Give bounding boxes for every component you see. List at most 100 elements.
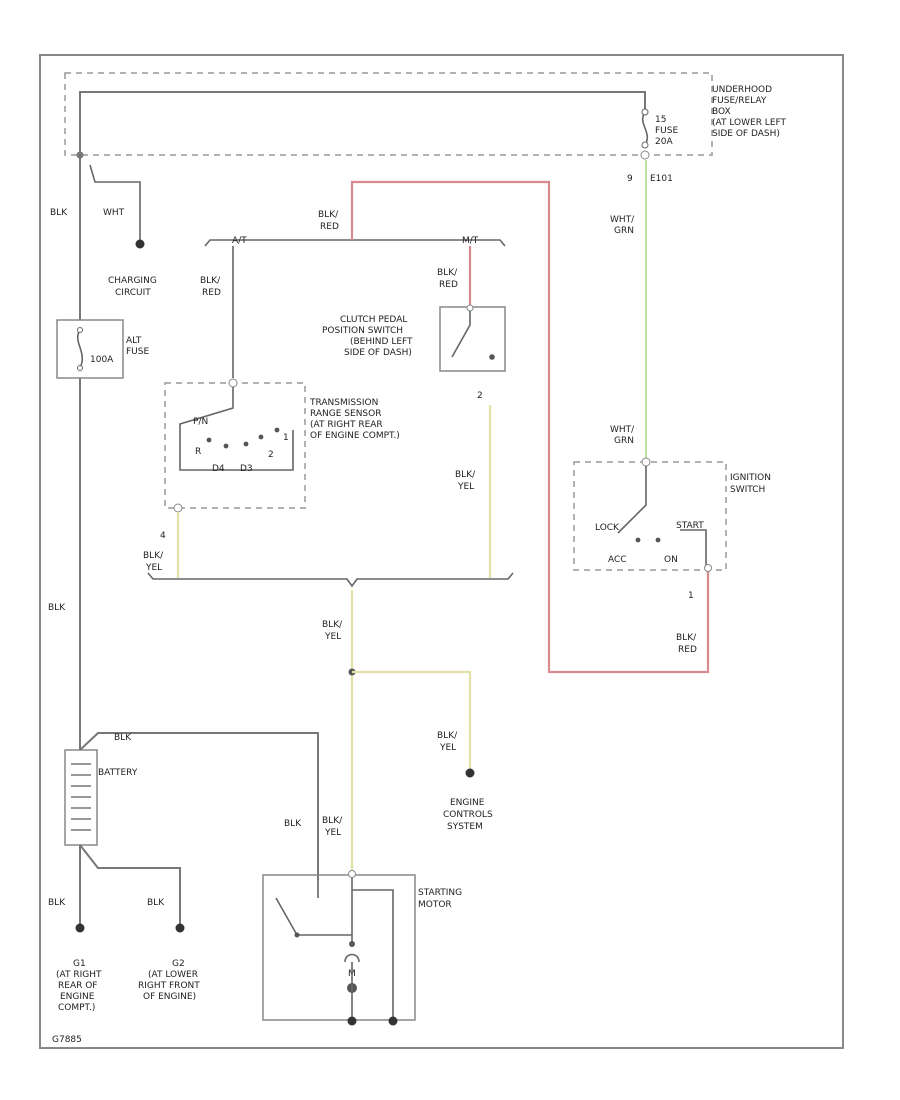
svg-text:(BEHIND LEFT: (BEHIND LEFT [350, 337, 413, 347]
bottom-bracket [147, 572, 514, 588]
svg-text:BLK/: BLK/ [322, 816, 343, 826]
svg-text:COMPT.): COMPT.) [58, 1003, 95, 1013]
svg-text:WHT/: WHT/ [610, 425, 635, 435]
charging-circuit-label: CHARGING CIRCUIT [108, 276, 157, 298]
svg-text:OF ENGINE COMPT.): OF ENGINE COMPT.) [310, 431, 400, 441]
blk-yel-label-left: BLK/ YEL [143, 551, 164, 573]
ignition-acc: ACC [608, 555, 627, 565]
svg-text:BLK/: BLK/ [676, 633, 697, 643]
svg-text:IGNITION: IGNITION [730, 473, 771, 483]
svg-text:CLUTCH PEDAL: CLUTCH PEDAL [340, 315, 407, 325]
svg-text:OF ENGINE): OF ENGINE) [143, 992, 196, 1002]
svg-text:BLK/: BLK/ [318, 210, 339, 220]
battery-label: BATTERY [98, 768, 138, 778]
trans-sensor-label: TRANSMISSION RANGE SENSOR (AT RIGHT REAR… [309, 398, 400, 441]
blk-red-label-top: BLK/ RED [318, 210, 339, 232]
ignition-pin: 1 [688, 591, 694, 601]
svg-text:BOX: BOX [712, 107, 731, 117]
blk-label-mid: BLK [48, 603, 66, 613]
svg-text:ENGINE: ENGINE [60, 992, 95, 1002]
ground-g2-label: G2 (AT LOWER RIGHT FRONT OF ENGINE) [138, 959, 200, 1002]
charging-circuit-arrow [135, 239, 145, 249]
ground-g1-symbol [75, 923, 85, 933]
blk-label-g1: BLK [48, 898, 66, 908]
ground-g2-symbol [175, 923, 185, 933]
svg-text:POSITION SWITCH: POSITION SWITCH [322, 326, 403, 336]
svg-text:GRN: GRN [614, 226, 634, 236]
alt-fuse [56, 319, 124, 379]
svg-text:(AT LOWER LEFT: (AT LOWER LEFT [712, 118, 787, 128]
trans-range-sensor [164, 382, 306, 509]
wht-grn-label-ign: WHT/ GRN [610, 425, 635, 446]
trans-pos-d3: D3 [240, 464, 253, 474]
wht-label: WHT [103, 208, 125, 218]
trans-pos-2: 2 [268, 450, 274, 460]
svg-text:FUSE/RELAY: FUSE/RELAY [712, 96, 767, 106]
svg-text:SWITCH: SWITCH [730, 485, 765, 495]
alt-fuse-label-2: FUSE [126, 347, 149, 357]
svg-text:TRANSMISSION: TRANSMISSION [309, 398, 378, 408]
alt-fuse-rating: 100A [90, 355, 114, 365]
starter-ground-1 [347, 1016, 357, 1026]
diagram-frame [39, 54, 844, 1049]
svg-text:FUSE: FUSE [655, 126, 678, 136]
fuse-box-outline [64, 72, 713, 156]
svg-text:RANGE SENSOR: RANGE SENSOR [310, 409, 381, 419]
blk-battery-starter-wire [79, 732, 319, 880]
svg-text:20A: 20A [655, 137, 673, 147]
splice-top [76, 151, 84, 159]
ignition-switch [573, 461, 727, 571]
ignition-start: START [676, 521, 704, 531]
blk-yel-label-right: BLK/ YEL [455, 470, 476, 492]
blk-label-starter: BLK [284, 819, 302, 829]
ground-g2-wire [79, 844, 181, 925]
svg-text:BLK/: BLK/ [143, 551, 164, 561]
svg-text:RED: RED [320, 222, 339, 232]
trans-pos-d4: D4 [212, 464, 225, 474]
blk-yel-wire-ecs [352, 670, 472, 770]
svg-text:RED: RED [439, 280, 458, 290]
at-mt-bracket [204, 239, 506, 247]
svg-text:G2: G2 [172, 959, 185, 969]
alt-fuse-element [76, 329, 84, 369]
svg-text:BLK/: BLK/ [437, 731, 458, 741]
blk-yel-label-starter: BLK/ YEL [322, 816, 343, 838]
e101-pin: 9 [627, 174, 633, 184]
blk-label-top: BLK [50, 208, 68, 218]
blk-red-wire [350, 180, 710, 674]
svg-text:MOTOR: MOTOR [418, 900, 452, 910]
blk-red-label-ign: BLK/ RED [676, 633, 697, 655]
clutch-switch-contact [451, 311, 471, 358]
svg-text:CONTROLS: CONTROLS [443, 810, 493, 820]
ignition-lock: LOCK [595, 523, 620, 533]
blk-label-g2: BLK [147, 898, 165, 908]
svg-text:BLK/: BLK/ [437, 268, 458, 278]
svg-text:CIRCUIT: CIRCUIT [115, 288, 151, 298]
starter-ground-2 [388, 1016, 398, 1026]
ignition-start-lead [680, 529, 707, 566]
ignition-on: ON [664, 555, 678, 565]
battery-feed-wire [79, 91, 646, 155]
svg-text:REAR OF: REAR OF [58, 981, 97, 991]
svg-text:SIDE OF DASH): SIDE OF DASH) [712, 129, 780, 139]
svg-text:WHT/: WHT/ [610, 215, 635, 225]
svg-text:UNDERHOOD: UNDERHOOD [712, 85, 772, 95]
svg-text:BLK/: BLK/ [200, 276, 221, 286]
alt-fuse-label-1: ALT [126, 336, 142, 346]
svg-text:YEL: YEL [145, 563, 162, 573]
blk-label-batt: BLK [114, 733, 132, 743]
svg-text:YEL: YEL [457, 482, 474, 492]
starting-motor [262, 874, 416, 1021]
engine-controls-label: ENGINE CONTROLS SYSTEM [443, 798, 493, 832]
clutch-switch [439, 306, 506, 372]
fuse-15: 15 FUSE 20A [641, 108, 678, 149]
diagram-code: G7885 [52, 1035, 82, 1045]
svg-text:SIDE OF DASH): SIDE OF DASH) [344, 348, 412, 358]
svg-text:(AT RIGHT REAR: (AT RIGHT REAR [310, 420, 383, 430]
mt-label: M/T [462, 236, 479, 246]
svg-text:BLK/: BLK/ [322, 620, 343, 630]
fuse-box-label: UNDERHOOD FUSE/RELAY BOX (AT LOWER LEFT … [712, 85, 787, 139]
blk-red-label-at: BLK/ RED [200, 276, 221, 298]
ground-g1-label: G1 (AT RIGHT REAR OF ENGINE COMPT.) [56, 959, 102, 1013]
trans-sensor-pin: 4 [160, 531, 166, 541]
